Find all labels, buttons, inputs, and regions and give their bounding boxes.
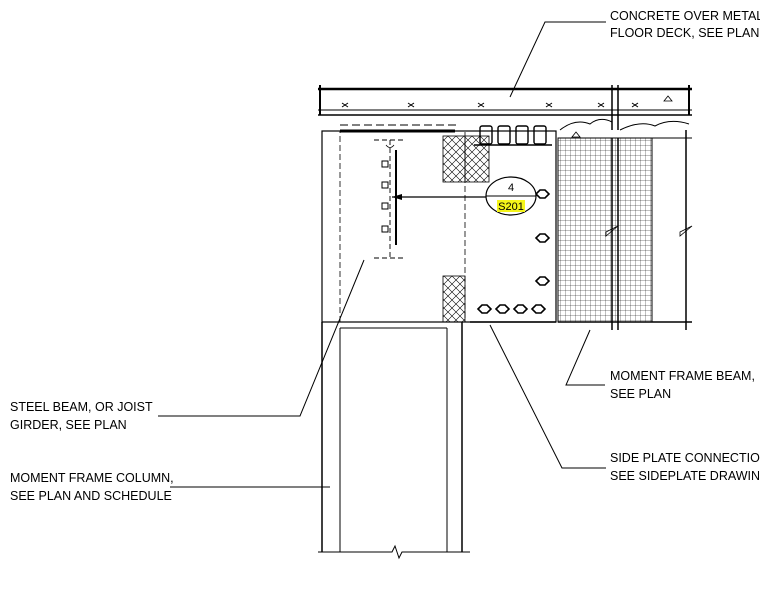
svg-text:SEE SIDEPLATE DRAWINGS: SEE SIDEPLATE DRAWINGS — [610, 469, 760, 483]
note-deck: CONCRETE OVER METAL FLOOR DECK, SEE PLAN — [610, 9, 760, 40]
note-side-plate: SIDE PLATE CONNECTION, SEE SIDEPLATE DRA… — [610, 451, 760, 483]
svg-text:SIDE PLATE CONNECTION,: SIDE PLATE CONNECTION, — [610, 451, 760, 465]
svg-text:SEE PLAN AND SCHEDULE: SEE PLAN AND SCHEDULE — [10, 489, 172, 503]
top-bolts — [474, 125, 552, 146]
svg-text:MOMENT FRAME COLUMN,: MOMENT FRAME COLUMN, — [10, 471, 174, 485]
svg-text:FLOOR DECK, SEE PLAN: FLOOR DECK, SEE PLAN — [610, 26, 759, 40]
svg-text:GIRDER, SEE PLAN: GIRDER, SEE PLAN — [10, 418, 127, 432]
sheet-number: S201 — [498, 201, 524, 213]
svg-text:CONCRETE OVER METAL: CONCRETE OVER METAL — [610, 9, 760, 23]
section-number: 4 — [508, 182, 514, 194]
hex-bolts — [476, 189, 551, 314]
section-marker: 4 S201 — [392, 176, 537, 216]
note-beam: STEEL BEAM, OR JOIST GIRDER, SEE PLAN — [10, 400, 153, 432]
note-column: MOMENT FRAME COLUMN, SEE PLAN AND SCHEDU… — [10, 471, 174, 503]
moment-frame-beam — [557, 130, 693, 330]
note-moment-beam: MOMENT FRAME BEAM, SEE PLAN — [610, 369, 755, 401]
svg-text:MOMENT FRAME BEAM,: MOMENT FRAME BEAM, — [610, 369, 755, 383]
moment-frame-column — [318, 322, 470, 560]
floor-deck — [318, 85, 692, 138]
leaders — [158, 21, 606, 488]
sheet-highlight — [497, 200, 525, 212]
side-plate — [321, 124, 557, 323]
svg-text:STEEL BEAM, OR JOIST: STEEL BEAM, OR JOIST — [10, 400, 153, 414]
svg-text:SEE PLAN: SEE PLAN — [610, 387, 671, 401]
